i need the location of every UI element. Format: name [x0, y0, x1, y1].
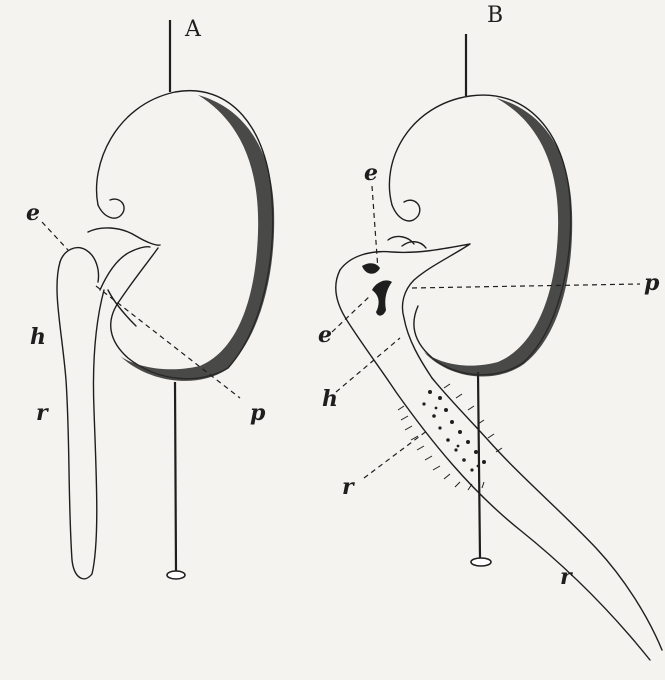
figure-a-label-e: e	[26, 200, 40, 226]
figure-b-label-r-bottom: r	[560, 564, 573, 590]
figure-b-label-e-left: e	[318, 322, 332, 348]
figure-a-pin-bottom	[175, 382, 176, 572]
figure-b-label-e-top: e	[364, 160, 378, 186]
panel-a-title: A	[184, 17, 202, 42]
figure-b-label-h: h	[322, 386, 338, 412]
figure-a-label-r: r	[36, 400, 49, 426]
figure-a-pin-head	[167, 571, 185, 579]
panel-b-title: B	[487, 3, 503, 28]
figure-a-label-p: p	[250, 400, 266, 426]
figure-b-label-r-left: r	[342, 474, 355, 500]
figure-a-label-h: h	[30, 324, 46, 350]
figure-b-label-p: p	[644, 270, 660, 296]
figure-b-pin-head	[471, 558, 491, 566]
